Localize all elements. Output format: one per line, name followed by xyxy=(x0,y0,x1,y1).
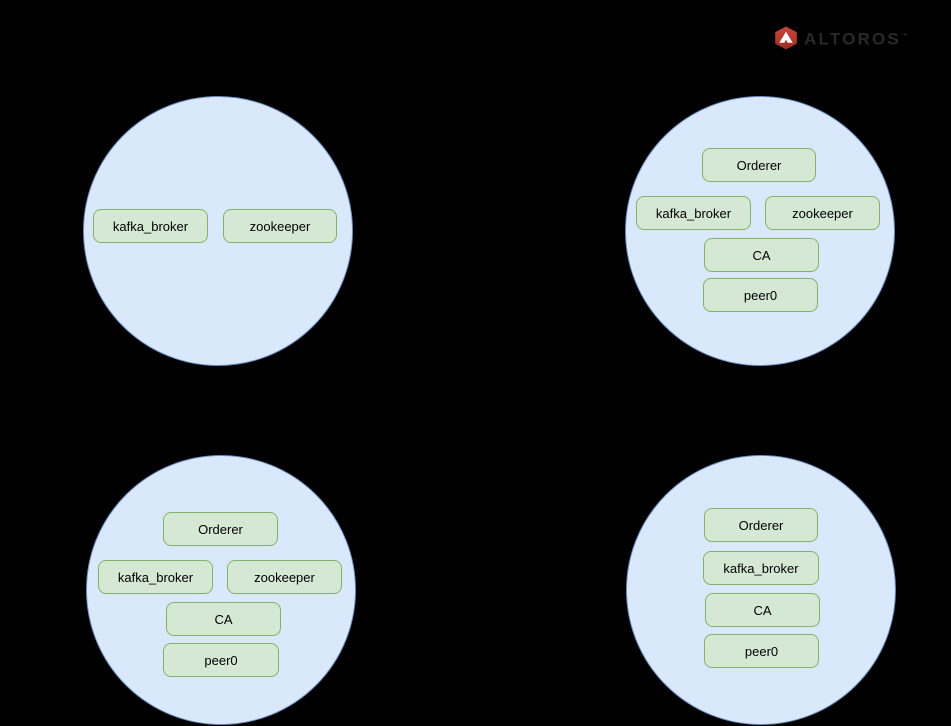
node-kafka-broker: kafka_broker xyxy=(636,196,751,230)
node-peer0: peer0 xyxy=(163,643,279,677)
node-zookeeper: zookeeper xyxy=(227,560,342,594)
altoros-brand-text: ALTOROS xyxy=(804,29,901,49)
altoros-hexagon-icon xyxy=(775,26,797,50)
node-orderer: Orderer xyxy=(704,508,818,542)
node-orderer: Orderer xyxy=(163,512,278,546)
node-zookeeper: zookeeper xyxy=(765,196,880,230)
node-peer0: peer0 xyxy=(703,278,818,312)
node-kafka-broker: kafka_broker xyxy=(93,209,208,243)
node-peer0: peer0 xyxy=(704,634,819,668)
zone-circle-top-right xyxy=(625,96,895,366)
trademark-symbol: ™ xyxy=(900,33,908,40)
node-orderer: Orderer xyxy=(702,148,816,182)
altoros-wordmark: ALTOROS™ xyxy=(804,25,908,52)
node-ca: CA xyxy=(705,593,820,627)
zone-circle-bottom-right xyxy=(626,455,896,725)
altoros-logo: ALTOROS™ xyxy=(774,25,908,52)
node-kafka-broker: kafka_broker xyxy=(703,551,819,585)
node-kafka-broker: kafka_broker xyxy=(98,560,213,594)
node-ca: CA xyxy=(704,238,819,272)
node-ca: CA xyxy=(166,602,281,636)
node-zookeeper: zookeeper xyxy=(223,209,337,243)
